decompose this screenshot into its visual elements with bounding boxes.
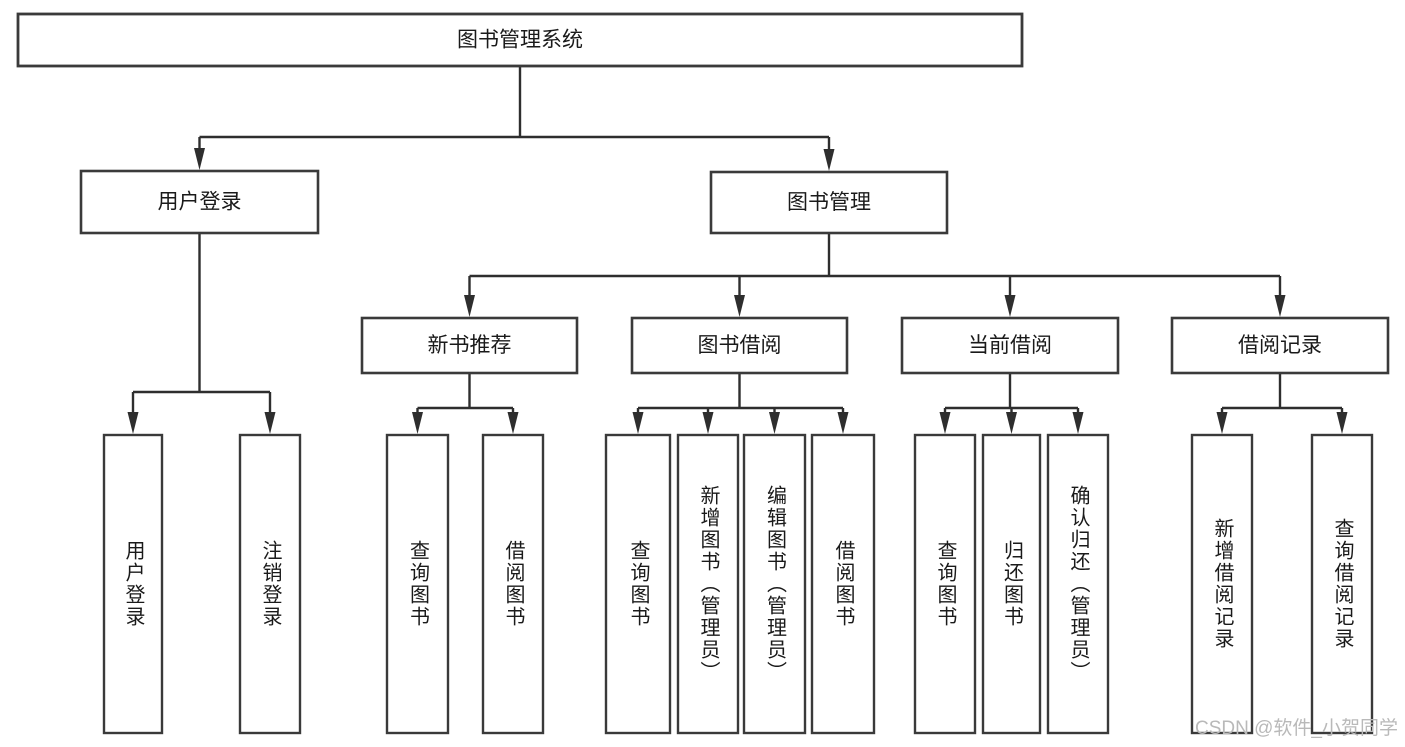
node-box [900,316,1120,375]
edge-group-records [1216,373,1348,434]
node-l_addrec[interactable]: 新增借阅记录 [1190,433,1254,735]
node-l_qbook3[interactable]: 查询图书 [913,433,977,735]
node-l_addbook[interactable]: 新增图书（管理员） [676,433,740,735]
edge-arrowhead [734,295,745,317]
node-label: 借阅图书 [832,540,855,628]
edge-arrowhead [939,412,951,434]
node-label: 编辑图书（管理员） [764,485,787,683]
node-root[interactable]: 图书管理系统 [16,12,1024,68]
node-box [481,433,545,735]
edge-arrowhead [507,412,519,434]
node-box [604,433,672,735]
node-box [709,170,949,235]
edge-arrowhead [1216,412,1228,434]
edge-arrowhead [264,412,276,434]
edge-group-login [127,233,276,434]
node-label: 查询图书 [407,540,430,628]
edge-arrowhead [127,412,139,434]
edge-group-bookmgmt [464,233,1286,317]
edge-arrowhead [837,412,849,434]
node-label: 图书管理 [787,191,871,214]
node-label: 图书管理系统 [457,29,583,52]
edge-arrowhead [194,148,205,170]
node-label: 注销登录 [259,540,282,628]
node-label: 借阅图书 [502,540,525,628]
node-l_bbook2[interactable]: 借阅图书 [810,433,876,735]
edge-arrowhead [632,412,644,434]
node-l_qbook2[interactable]: 查询图书 [604,433,672,735]
node-label: 新增借阅记录 [1211,518,1234,650]
node-label: 查询图书 [627,540,650,628]
node-box [1170,316,1390,375]
edge-group-current [939,373,1084,434]
node-label: 借阅记录 [1238,334,1322,357]
node-label: 新增图书（管理员） [697,485,720,683]
edge-arrowhead [412,412,423,434]
node-box [742,433,807,735]
edge-arrowhead [702,412,714,434]
edges-layer [127,66,1348,434]
node-box [360,316,579,375]
csdn-watermark: CSDN @软件_小贺同学 [1195,717,1398,739]
node-l_return[interactable]: 归还图书 [981,433,1042,735]
node-login[interactable]: 用户登录 [79,169,320,235]
node-label: 确认归还（管理员） [1067,485,1090,683]
node-borrow[interactable]: 图书借阅 [630,316,849,375]
edge-arrowhead [1072,412,1084,434]
node-bookmgmt[interactable]: 图书管理 [709,170,949,235]
node-current[interactable]: 当前借阅 [900,316,1120,375]
edge-arrowhead [464,295,475,317]
edge-group-borrow [632,373,849,434]
node-l_logout[interactable]: 注销登录 [238,433,302,735]
edge-arrowhead [1274,295,1286,317]
node-records[interactable]: 借阅记录 [1170,316,1390,375]
node-box [102,433,164,735]
node-box [79,169,320,235]
node-box [385,433,450,735]
node-l_qbook1[interactable]: 查询图书 [385,433,450,735]
node-l_editbook[interactable]: 编辑图书（管理员） [742,433,807,735]
node-box [1190,433,1254,735]
edge-group-newrec [412,373,519,434]
node-label: 查询图书 [934,540,957,628]
node-label: 用户登录 [158,191,242,214]
node-l_confirm[interactable]: 确认归还（管理员） [1046,433,1110,735]
node-label: 查询借阅记录 [1331,518,1354,650]
edge-arrowhead [769,412,780,434]
node-l_login[interactable]: 用户登录 [102,433,164,735]
edge-arrowhead [1006,412,1017,434]
edge-arrowhead [823,149,835,171]
node-newrec[interactable]: 新书推荐 [360,316,579,375]
node-l_qrec[interactable]: 查询借阅记录 [1310,433,1374,735]
node-box [1310,433,1374,735]
node-label: 图书借阅 [698,334,782,357]
node-box [16,12,1024,68]
node-box [981,433,1042,735]
node-l_bbook1[interactable]: 借阅图书 [481,433,545,735]
nodes-layer: 图书管理系统用户登录图书管理新书推荐图书借阅当前借阅借阅记录用户登录注销登录查询… [16,12,1390,735]
node-label: 新书推荐 [428,334,512,357]
node-box [1046,433,1110,735]
node-label: 归还图书 [1001,540,1024,628]
node-box [630,316,849,375]
node-box [810,433,876,735]
node-label: 用户登录 [122,540,145,628]
edge-arrowhead [1004,295,1016,317]
node-box [238,433,302,735]
edge-group-root [194,66,835,171]
node-label: 当前借阅 [968,334,1052,357]
edge-arrowhead [1336,412,1348,434]
node-box [913,433,977,735]
node-box [676,433,740,735]
